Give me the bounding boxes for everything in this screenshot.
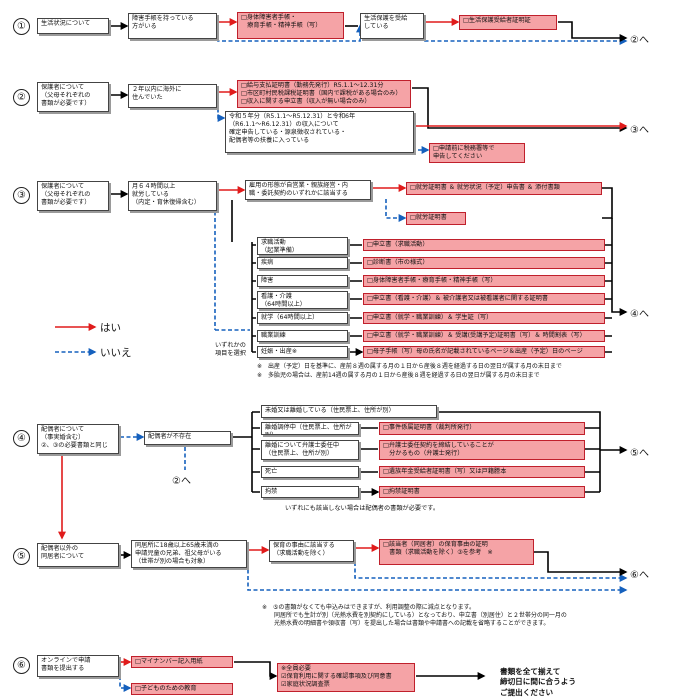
s4-item-death: 死亡 — [261, 466, 359, 478]
s4-item-detention: 拘禁 — [261, 486, 359, 498]
s3-employment-docs: □就労証明書 ＆ 就労状況（予定）申告書 ＆ 添付書類 — [406, 182, 602, 195]
s5-note: ※ ⑤の書類がなくても申込みはできますが、利用調整の際に減点となります。 同居所… — [262, 604, 567, 628]
s4-item-unmarried: 未婚又は離婚している（住民票上、住所が別） — [261, 405, 437, 418]
s4-no-spouse-question: 配偶者が不存在 — [144, 431, 231, 445]
s1-welfare-certificate-doc: □生活保護受給者証明証 — [459, 15, 557, 30]
step-1-number: ① — [13, 18, 30, 35]
s4-doc-detention: □拘禁証明書 — [379, 486, 585, 498]
s3-note-multiple-birth: ※ 多胎児の場合は、産前14週の属する月の１日から産後８週を経過する日の翌日が属… — [257, 372, 540, 379]
s3-item-job-search: 求職活動 （起業準備） — [257, 237, 348, 255]
s3-item-nursing-care: 看護・介護 （64時間以上） — [257, 291, 348, 309]
s3-doc-pregnancy: □母子手帳（写）母の氏名が記載されているページ＆出産（予定）日のページ — [363, 346, 605, 358]
step-3-number: ③ — [13, 187, 30, 204]
s5-cohabitant-doc: □該当者（同居者）の保育事由の証明 書類（求職活動を除く）③を参考 ※ — [379, 539, 534, 565]
s3-doc-disability: □身体障害者手帳・療育手帳・精神手帳（写） — [363, 275, 605, 287]
s4-doc-case-pending: □事件係属証明書（裁判所発行） — [379, 422, 585, 435]
s6-submit-message: 書類を全て揃えて 締切日に間に合うよう ご提出ください — [500, 667, 576, 697]
s1-welfare-question: 生活保護を受給 している — [360, 13, 424, 39]
s3-note-birth: ※ 出産（予定）日を基準に、産前８週の属する月の１日から産後８週を経過する日の翌… — [257, 363, 562, 370]
s6-education-doc: □子どものための教育 — [131, 683, 233, 695]
goto-step-6: ⑥へ — [630, 570, 649, 581]
s4-note: いずれにも該当しない場合は配偶者の書類が必要です。 — [285, 505, 440, 512]
s3-item-study: 就学（64時間以上） — [257, 312, 348, 324]
s4-goto-step-2: ②へ — [172, 476, 191, 487]
s6-online-label: オンラインで申請 書類を提出する — [37, 655, 119, 677]
s3-doc-vocational-training: □申立書（就学・職業訓練）＆ 受講(受講予定)証明書（写）＆ 時間割表（写） — [363, 330, 605, 342]
s4-doc-lawyer-contract: □弁護士委任契約を締結していることが 分かるもの（弁護士発行） — [379, 440, 585, 460]
s4-item-lawyer: 離婚について弁護士委任中 （住民票上、住所が別） — [261, 440, 359, 460]
s2-tax-office-notice-doc: □申請前に税務署等で 申告してください — [429, 143, 525, 163]
s6-required-checklist: ※全員必要 ☑保育利用に関する確認事項及び同意書 ☑家庭状況調査票 — [277, 663, 415, 692]
s3-doc-illness: □診断書（市の様式） — [363, 257, 605, 269]
s3-item-disability: 障害 — [257, 275, 348, 287]
s3-item-pregnancy: 妊娠・出産※ — [257, 346, 348, 358]
legend-yes: はい — [100, 322, 121, 334]
s3-employment-cert-doc: □就労証明書 — [406, 212, 466, 225]
step-4-number: ④ — [13, 430, 30, 447]
goto-step-5: ⑤へ — [630, 448, 649, 459]
goto-step-2: ②へ — [630, 35, 649, 46]
s2-tax-filing-question: 令和５年分（R5.1.1～R5.12.31）と令和6年 （R6.1.1～R6.1… — [225, 111, 414, 153]
s3-guardian-label: 保護者について （父母それぞれの 書類が必要です） — [37, 181, 109, 211]
s3-item-vocational-training: 職業訓練 — [257, 330, 348, 342]
s3-doc-study: □申立書（就学・職業訓練）＆ 学生証（写） — [363, 312, 605, 324]
s3-self-employed-question: 雇用の形態が自営業・親族経営・内 職・委託契約のいずれかに該当する — [245, 180, 371, 200]
s4-doc-pension: □遺族年金受給者証明書（写）又は戸籍謄本 — [379, 466, 585, 478]
legend-no: いいえ — [100, 347, 132, 359]
step-5-number: ⑤ — [13, 548, 30, 565]
step-2-number: ② — [13, 89, 30, 106]
s6-my-number-doc: □マイナンバー記入用紙 — [131, 656, 233, 668]
s1-disability-certificate-doc: □身体障害者手帳・ 療育手帳・精神手帳（写） — [237, 12, 344, 39]
s5-cohabitant-label: 配偶者以外の 同居者について — [37, 543, 119, 567]
step-6-number: ⑥ — [13, 657, 30, 674]
s3-choose-one-label: いずれかの 項目を選択 — [215, 342, 246, 358]
s1-living-situation-label: 生活状況について — [37, 18, 109, 34]
goto-step-3: ③へ — [630, 125, 649, 136]
s2-income-docs: □給与支払証明書（勤務先発行）R5.1.1～12.31分 □市区町村民税課税証明… — [237, 80, 411, 108]
s5-relatives-question: 同居所に18歳以上65歳未満の 申請児童の兄弟、祖父母がいる （世帯が別の場合も… — [131, 540, 247, 568]
goto-step-4: ④へ — [630, 309, 649, 320]
s3-doc-job-search: □申立書（求職活動） — [363, 239, 605, 251]
s3-work-64h-question: 月６４時間以上 就労している （内定・育休復帰含む） — [128, 181, 217, 211]
s3-item-illness: 疾病 — [257, 257, 348, 269]
s2-guardian-label: 保護者について （父母それぞれの 書類が必要です） — [37, 82, 109, 112]
s4-item-divorce-mediation: 離婚調停中（住民票上、住所が別） — [261, 422, 359, 435]
s3-doc-nursing-care: □申立書（看護・介護）＆ 被介護者又は被看護者に関する証明書 — [363, 293, 605, 305]
s4-spouse-label: 配偶者について （事実婚含む） ②、③の必要書類と同じ — [37, 424, 119, 454]
s5-childcare-reason-question: 保育の事由に該当する （求職活動を除く） — [269, 540, 354, 562]
s1-disability-question: 障害手帳を持っている 方がいる — [128, 13, 217, 39]
s2-overseas-question: ２年以内に海外に 住んでいた — [128, 84, 217, 108]
